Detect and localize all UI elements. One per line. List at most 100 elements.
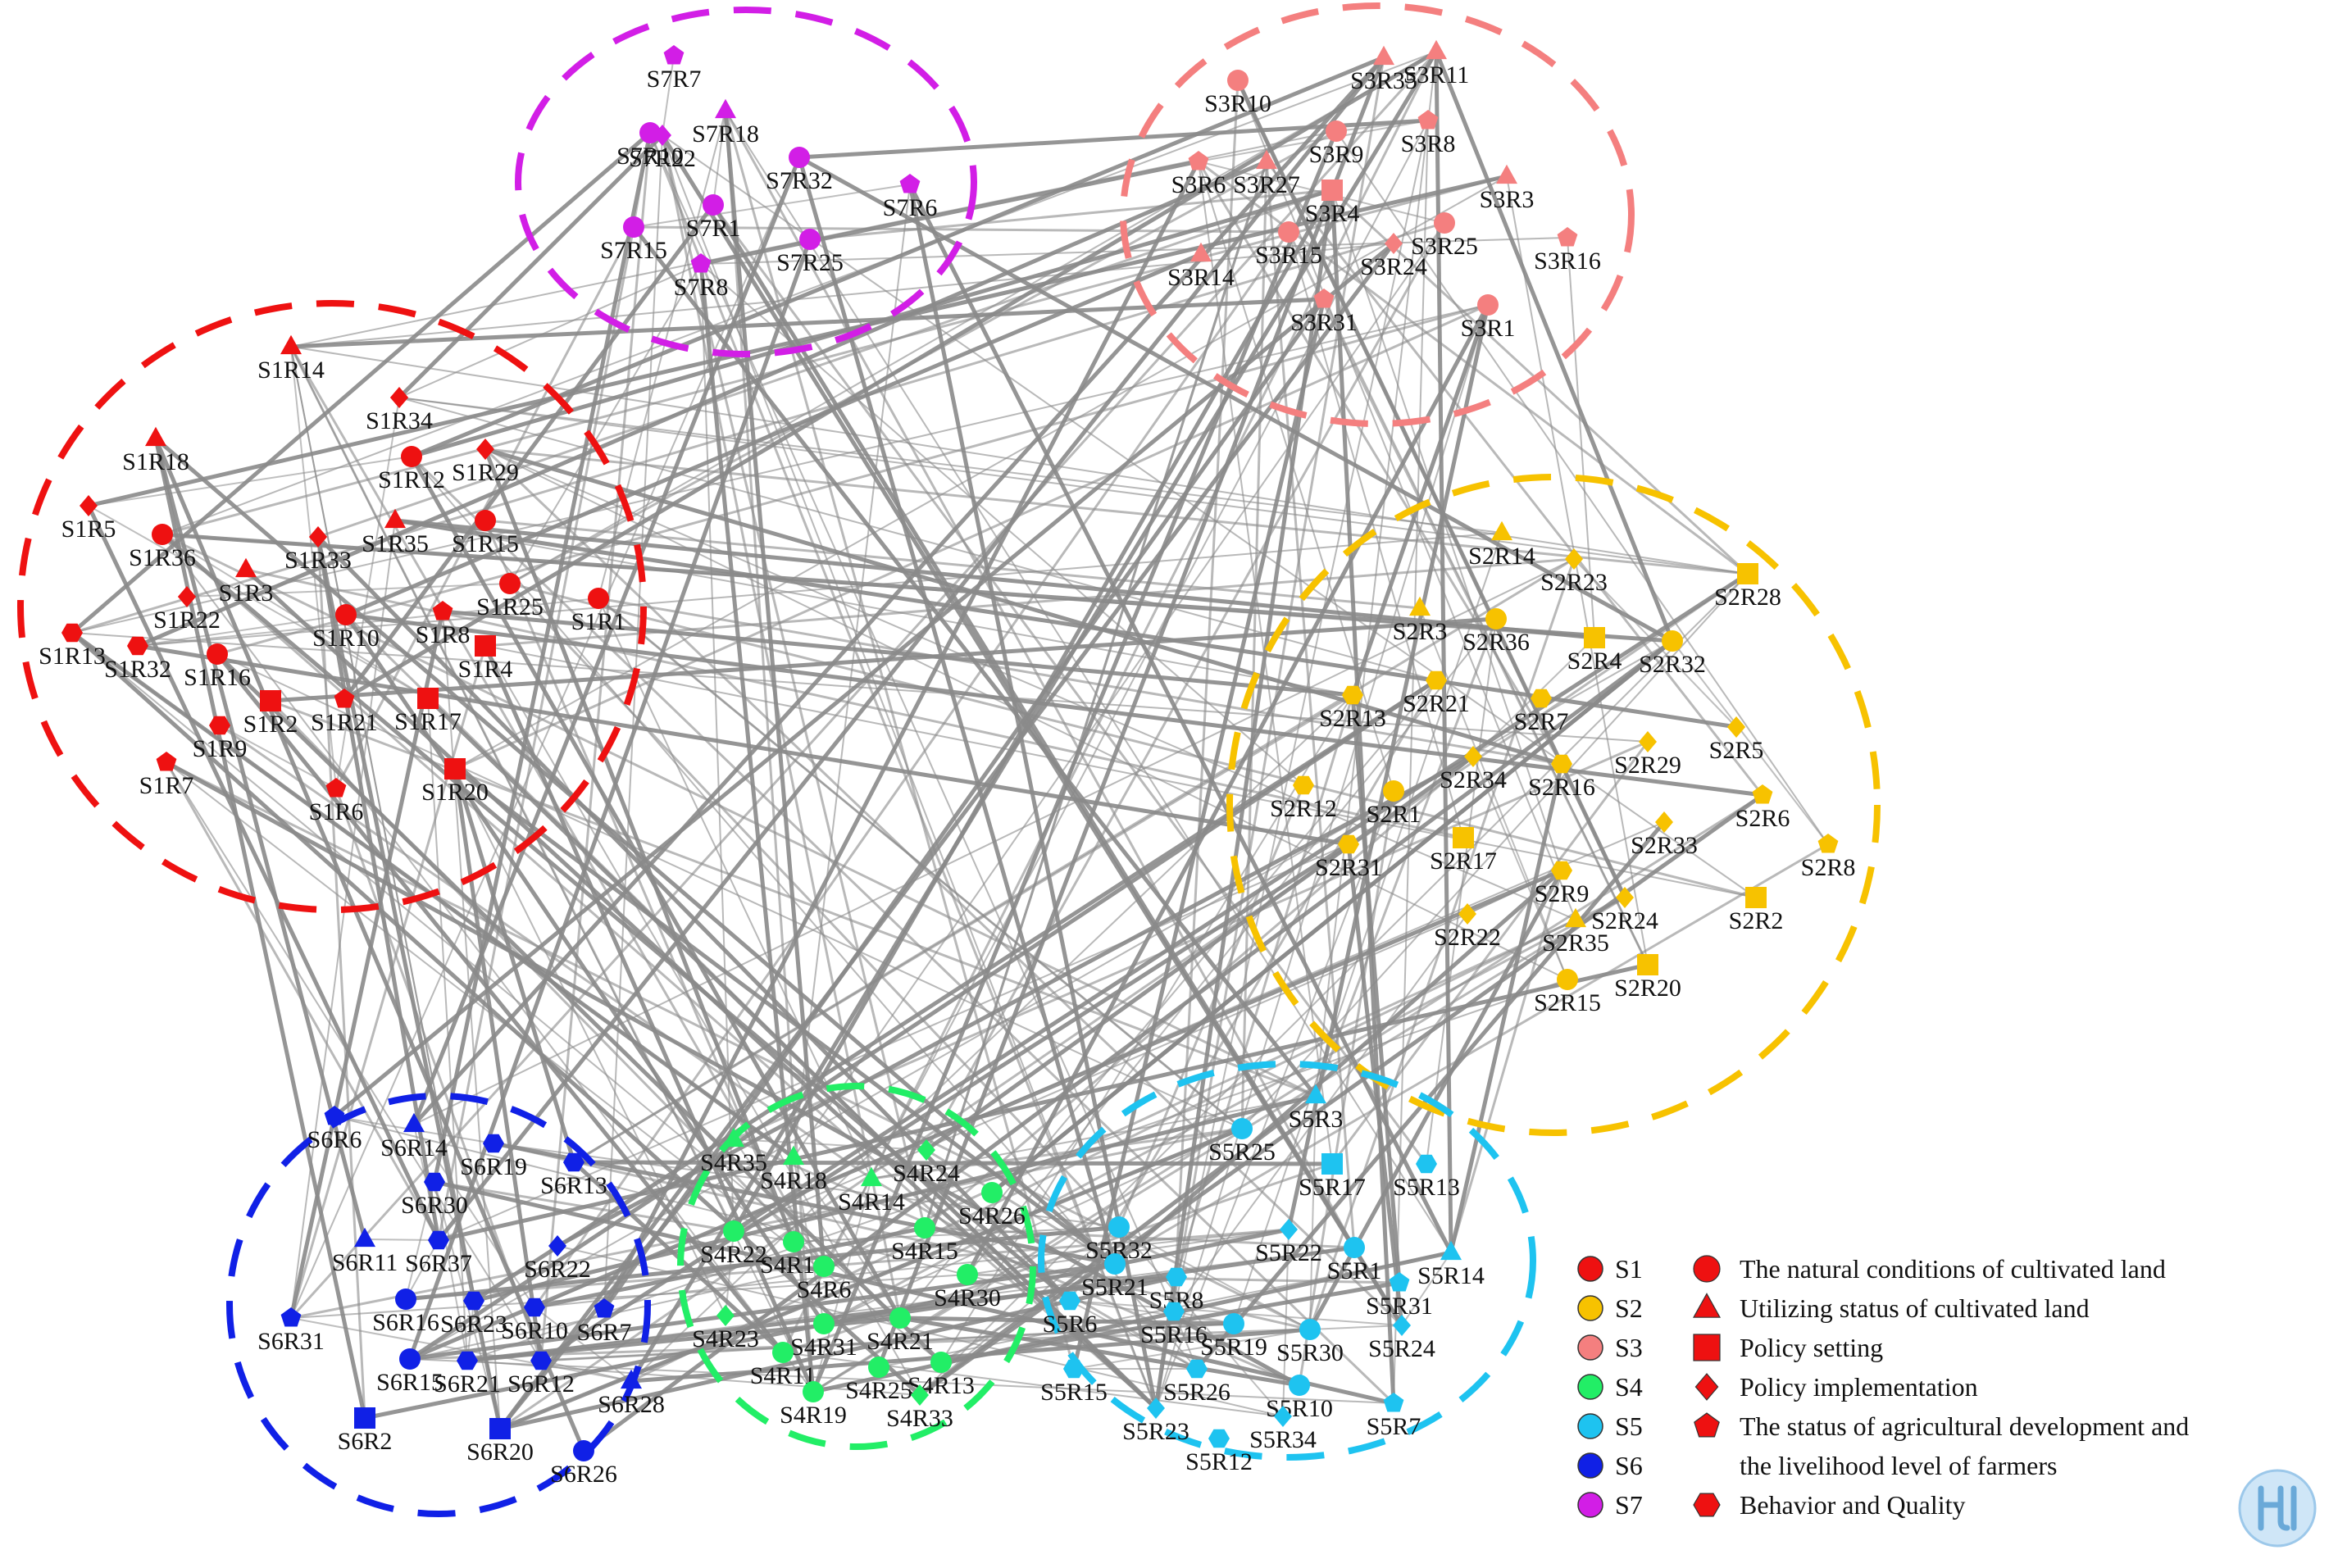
edge [598, 597, 1562, 766]
edge [1153, 189, 1335, 1409]
node-label: S4R21 [867, 1328, 934, 1355]
node-s1r21-pentagon-icon [334, 689, 355, 708]
node-s3r4-square-icon [1321, 180, 1343, 201]
node-s3r27-triangle-icon [1256, 149, 1277, 170]
edge [1308, 558, 1576, 1330]
edge [165, 761, 440, 1241]
node-s3r25-circle-icon [1434, 212, 1455, 234]
node-label: S2R33 [1631, 832, 1698, 859]
node-label: S1R32 [104, 656, 171, 683]
edge [823, 896, 1626, 1325]
edge [1573, 558, 1737, 728]
edge [1240, 161, 1268, 1129]
node-s2r17-square-icon [1453, 827, 1474, 848]
node-s3r24-diamond-icon [1385, 233, 1403, 254]
node-s1r2-square-icon [260, 690, 281, 711]
node-s5r17-square-icon [1321, 1153, 1343, 1175]
edge [940, 694, 1353, 1363]
edge [484, 448, 1749, 575]
node-s7r10-circle-icon [639, 122, 661, 143]
edge [161, 532, 1673, 643]
edge [809, 189, 1333, 241]
node-s1r36-circle-icon [152, 524, 173, 545]
node-label: S1R14 [257, 357, 325, 384]
node-label: S4R23 [692, 1325, 759, 1352]
edge [484, 520, 795, 1243]
edge [88, 505, 429, 699]
edge [712, 110, 726, 206]
node-label: S3R35 [1350, 67, 1417, 94]
node-s6r30-hexagon-icon [424, 1172, 445, 1192]
node-s7r32-circle-icon [789, 147, 810, 168]
node-label: S4R19 [780, 1402, 847, 1429]
edge [1335, 120, 1429, 132]
edge [270, 616, 1497, 703]
node-label: S1R7 [139, 772, 194, 799]
edge [925, 222, 1446, 1151]
edge [1237, 80, 1576, 920]
node-s3r6-pentagon-icon [1188, 151, 1209, 170]
node-s7r7-pentagon-icon [663, 45, 685, 65]
edge [1073, 1329, 1311, 1370]
edge [508, 582, 1121, 1229]
node-s1r32-hexagon-icon [127, 636, 148, 656]
node-label: S6R26 [550, 1461, 617, 1488]
edge [342, 203, 716, 701]
node-label: S2R21 [1403, 690, 1470, 717]
edge [1401, 1252, 1452, 1326]
node-label: S2R12 [1270, 795, 1337, 822]
edge [71, 221, 1445, 634]
cluster-boundary [1120, 2, 1635, 427]
node-label: S4R26 [958, 1202, 1026, 1229]
edge [409, 1266, 825, 1360]
node-s7r1-circle-icon [703, 194, 724, 216]
edge [71, 631, 921, 1397]
node-s1r29-diamond-icon [476, 439, 494, 460]
node-label: S3R1 [1461, 315, 1516, 342]
node-label: S7R7 [647, 66, 702, 93]
edge [413, 1124, 535, 1308]
legend-circle-icon [1693, 1255, 1721, 1283]
node-s3r15-circle-icon [1278, 221, 1299, 243]
edge [1113, 869, 1563, 1266]
node-s6r37-hexagon-icon [428, 1230, 449, 1250]
node-s5r26-hexagon-icon [1186, 1359, 1208, 1379]
edge [453, 767, 1117, 1266]
node-label: S5R22 [1255, 1239, 1322, 1266]
node-label: S4R14 [838, 1188, 905, 1216]
edge [434, 1181, 468, 1361]
node-label: S4R11 [750, 1362, 816, 1389]
node-label: S5R30 [1276, 1339, 1344, 1366]
node-s4r18-triangle-icon [783, 1145, 804, 1166]
node-s4r13-circle-icon [930, 1352, 952, 1373]
node-label: S1R21 [311, 709, 378, 736]
edge [1419, 607, 1568, 980]
node-s1r25-circle-icon [499, 573, 521, 594]
node-label: S7R10 [616, 143, 684, 170]
node-s3r9-circle-icon [1326, 120, 1347, 142]
edge [343, 613, 826, 1325]
edge [289, 346, 826, 1267]
edge [88, 456, 412, 507]
node-s3r31-pentagon-icon [1313, 289, 1335, 308]
node-label: S6R14 [380, 1134, 448, 1161]
edge [1434, 51, 1453, 1253]
edge [394, 518, 1595, 640]
node-label: S6R23 [440, 1311, 507, 1338]
edge [990, 639, 1674, 1194]
node-s2r9-hexagon-icon [1551, 861, 1572, 880]
legend-shape-label: Behavior and Quality [1740, 1490, 1965, 1520]
node-s5r23-diamond-icon [1147, 1398, 1165, 1419]
node-s5r12-hexagon-icon [1208, 1429, 1230, 1448]
node-label: S1R22 [153, 607, 221, 634]
node-s5r10-circle-icon [1289, 1375, 1310, 1396]
node-label: S3R25 [1411, 233, 1478, 260]
edge [483, 448, 796, 1243]
node-label: S4R24 [893, 1160, 960, 1187]
edge [700, 237, 1568, 265]
edge [137, 643, 1349, 847]
node-label: S2R29 [1614, 752, 1681, 779]
edge [1286, 304, 1490, 1230]
cluster-boundary [1226, 474, 1881, 1136]
